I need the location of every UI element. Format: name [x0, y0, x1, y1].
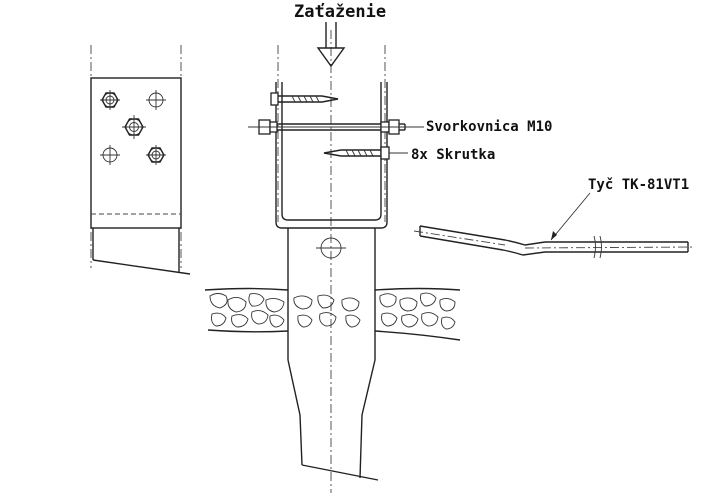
bolt-hole-pattern [100, 90, 166, 165]
post [287, 228, 379, 481]
side-view [90, 45, 191, 275]
clamp-label: Svorkovnica M10 [426, 119, 552, 135]
load-label: Zaťaženie [294, 2, 386, 22]
clamp-bolt [248, 119, 414, 135]
front-view [204, 22, 461, 493]
rod-label: Tyč TK-81VT1 [588, 177, 689, 193]
screw-upper [270, 92, 339, 106]
u-bracket [275, 82, 388, 229]
load-arrow [316, 22, 346, 68]
screws-label: 8x Skrutka [411, 147, 495, 163]
screw-lower [323, 146, 390, 160]
ground-section [204, 287, 461, 341]
rod-view [413, 192, 696, 259]
